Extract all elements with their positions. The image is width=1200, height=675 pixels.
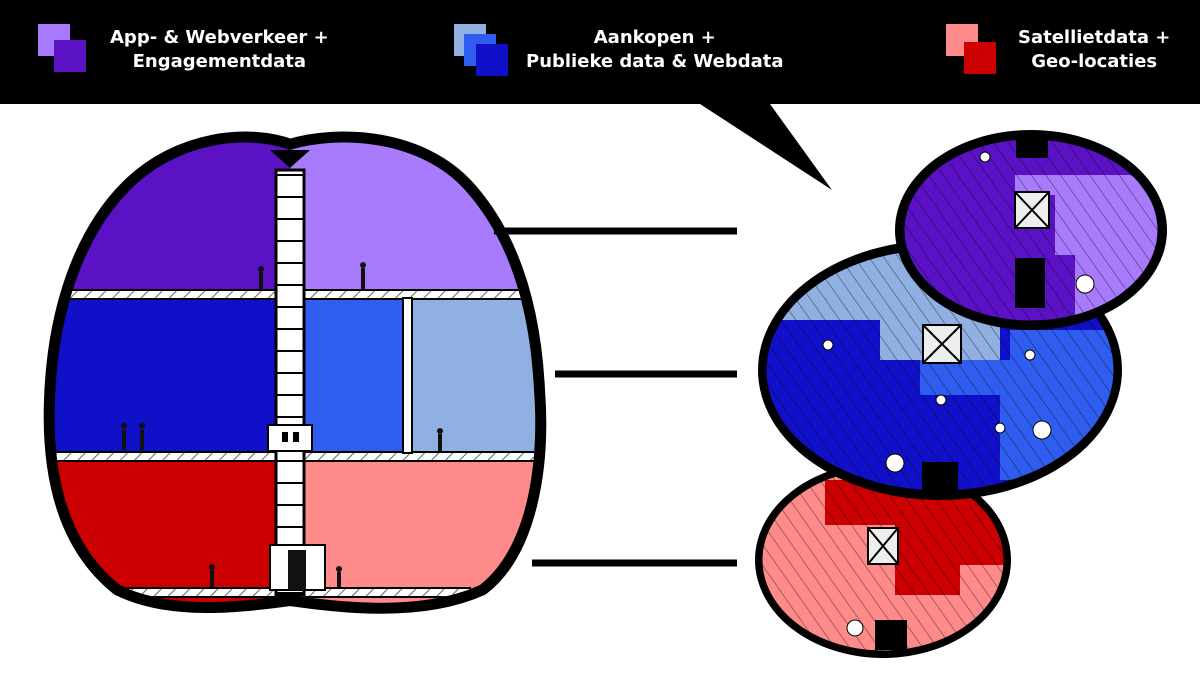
legend-label-aankopen: Aankopen + Publieke data & Webdata <box>526 26 784 74</box>
red-swatch-icon <box>944 22 1000 78</box>
legend-item-satelliet: Satellietdata + Geo-locaties <box>944 22 1170 78</box>
legend-item-app-web: App- & Webverkeer + Engagementdata <box>36 22 329 78</box>
callout-pointer <box>700 104 832 190</box>
connector-lines <box>494 227 737 567</box>
legend-line-1: Aankopen + <box>593 27 716 48</box>
legend-item-aankopen: Aankopen + Publieke data & Webdata <box>452 22 784 78</box>
floor-mid-left <box>54 295 290 455</box>
legend-bar: App- & Webverkeer + Engagementdata Aanko… <box>0 0 1200 104</box>
floor-mid-right <box>408 295 536 455</box>
elevator-shaft <box>274 168 306 597</box>
floorplan-top <box>895 130 1167 330</box>
brain-building <box>43 131 547 614</box>
legend-label-app-web: App- & Webverkeer + Engagementdata <box>110 26 329 74</box>
legend-line-1: App- & Webverkeer + <box>110 27 329 48</box>
legend-line-2: Publieke data & Webdata <box>526 51 784 72</box>
blue-swatch-icon <box>452 22 508 78</box>
floorplan-bottom <box>755 462 1011 658</box>
floor-bottom-left <box>54 455 290 603</box>
purple-swatch-icon <box>36 22 92 78</box>
legend-label-satelliet: Satellietdata + Geo-locaties <box>1018 26 1170 74</box>
legend-line-2: Engagementdata <box>132 51 307 72</box>
legend-line-1: Satellietdata + <box>1018 27 1171 48</box>
people-figures <box>121 262 443 587</box>
floor-bottom-right <box>290 455 536 603</box>
legend-line-2: Geo-locaties <box>1031 51 1158 72</box>
